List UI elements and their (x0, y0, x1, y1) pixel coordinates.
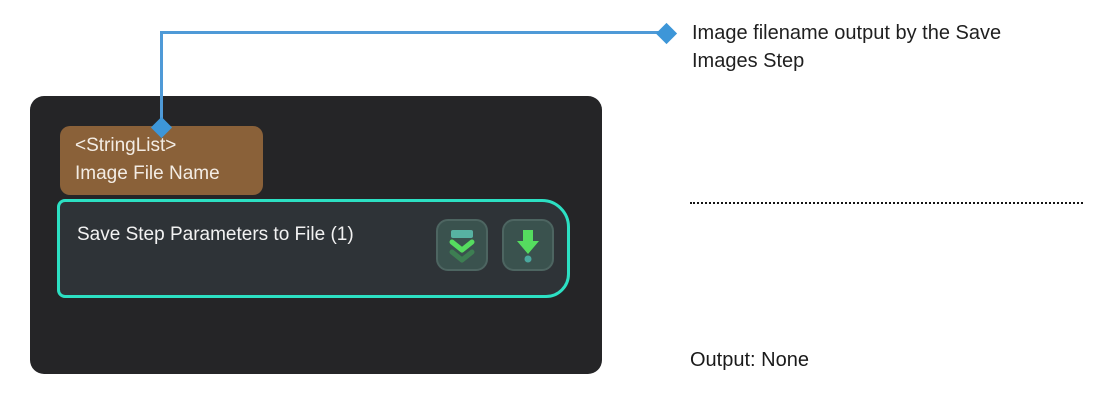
step-node-title: Save Step Parameters to File (1) (77, 224, 354, 245)
down-arrow-dot-icon (517, 230, 539, 263)
connector-horizontal-line (160, 31, 659, 34)
dotted-divider (690, 202, 1083, 204)
connector-callout-diamond-icon (655, 22, 678, 45)
step-node[interactable]: Save Step Parameters to File (1) (57, 199, 570, 298)
expand-parameters-button[interactable] (436, 219, 488, 271)
pipeline-canvas: <StringList> Image File Name Save Step P… (30, 96, 602, 374)
step-node-buttons (436, 219, 554, 271)
callout-text: Image filename output by the Save Images… (692, 22, 1002, 72)
connector-vertical-line (160, 31, 163, 119)
double-chevron-down-icon (449, 230, 475, 263)
port-type-label: <StringList> (75, 135, 177, 156)
output-status-text: Output: None (690, 349, 809, 371)
port-name-label: Image File Name (75, 163, 220, 184)
output-flag-button[interactable] (502, 219, 554, 271)
